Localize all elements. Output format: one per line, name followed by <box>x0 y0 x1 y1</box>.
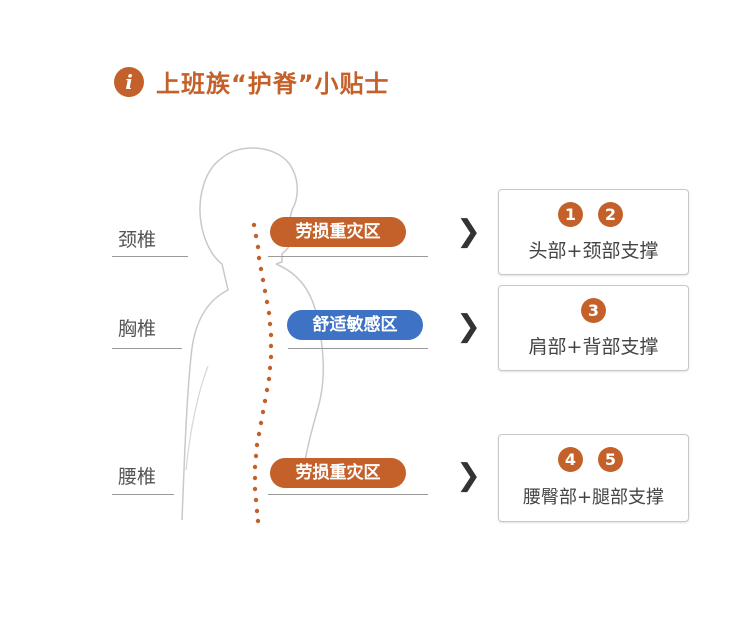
step-number-badge: 1 <box>558 202 583 227</box>
strain-zone-tag: 劳损重灾区 <box>270 217 406 247</box>
spine-dots-icon <box>251 222 274 524</box>
support-text: 肩部+背部支撑 <box>528 336 659 358</box>
region-label-cervical: 颈椎 <box>118 229 157 251</box>
divider <box>288 348 428 349</box>
divider <box>112 348 182 349</box>
step-number-badge: 5 <box>598 447 623 472</box>
page-title: 上班族“护脊”小贴士 <box>156 70 390 98</box>
strain-zone-tag: 劳损重灾区 <box>270 458 406 488</box>
divider <box>112 256 188 257</box>
region-label-thoracic: 胸椎 <box>118 318 157 340</box>
support-card-lumbar: 4 5 腰臀部+腿部支撑 <box>498 434 689 522</box>
chevron-right-icon: ❯ <box>456 458 482 493</box>
support-card-cervical: 1 2 头部+颈部支撑 <box>498 189 689 275</box>
chevron-right-icon: ❯ <box>456 309 482 344</box>
divider <box>112 494 174 495</box>
divider <box>268 494 428 495</box>
step-number-badge: 2 <box>598 202 623 227</box>
comfort-zone-tag: 舒适敏感区 <box>287 310 423 340</box>
step-number-badge: 3 <box>581 298 606 323</box>
info-icon: i <box>114 67 144 97</box>
divider <box>268 256 428 257</box>
support-text: 腰臀部+腿部支撑 <box>522 487 665 508</box>
step-number-badge: 4 <box>558 447 583 472</box>
region-label-lumbar: 腰椎 <box>118 466 157 488</box>
support-card-thoracic: 3 肩部+背部支撑 <box>498 285 689 371</box>
support-text: 头部+颈部支撑 <box>528 240 659 262</box>
chevron-right-icon: ❯ <box>456 214 482 249</box>
